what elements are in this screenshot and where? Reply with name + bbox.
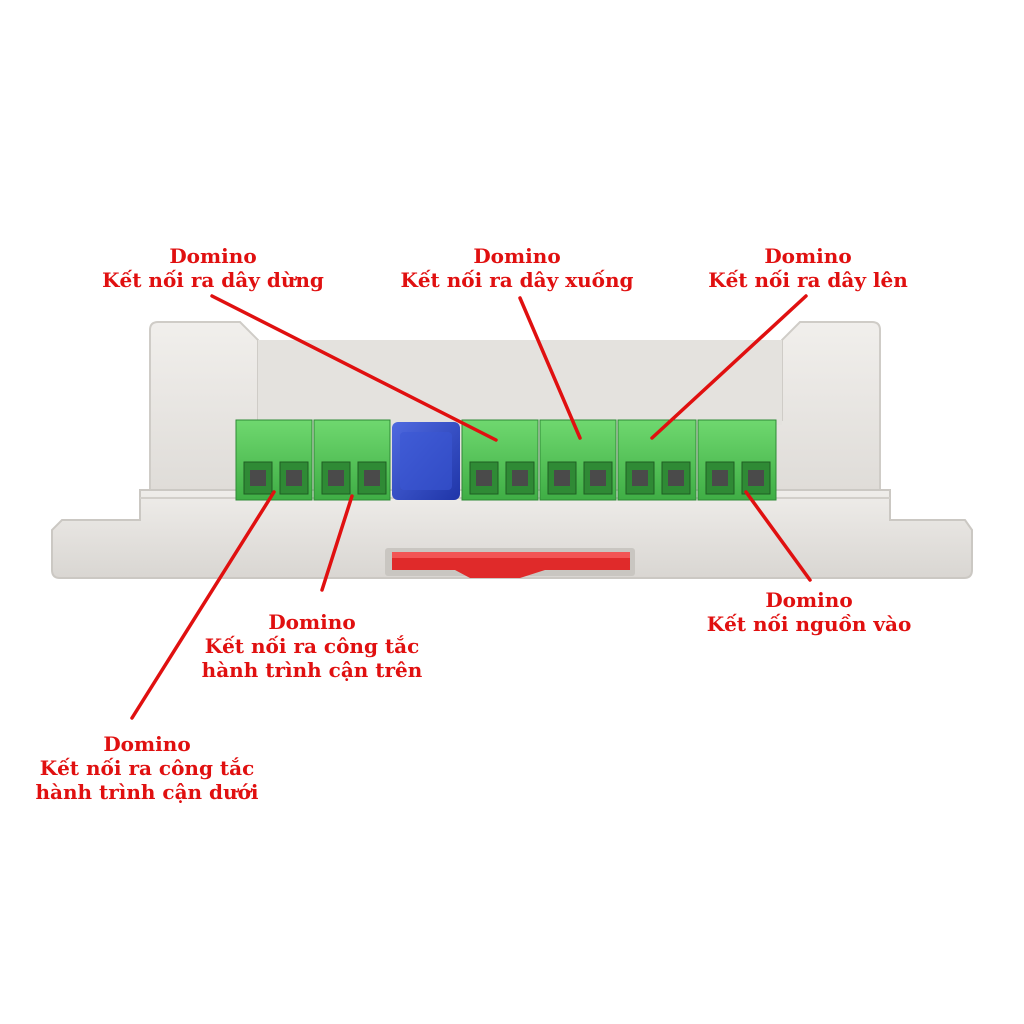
callout-power-text: Kết nối nguồn vào: [706, 612, 912, 636]
callout-lower-limit-text2: hành trình cận dưới: [35, 780, 259, 804]
callout-up: Domino Kết nối ra dây lên: [696, 244, 920, 292]
screw-hole: [668, 470, 684, 486]
pointer-lower-limit: [130, 490, 276, 720]
screw-hole: [748, 470, 764, 486]
pointer-up: [650, 294, 808, 440]
din-rail-clip[interactable]: [385, 548, 635, 578]
screw-hole: [554, 470, 570, 486]
callout-lower-limit: Domino Kết nối ra công tắc hành trình cậ…: [16, 732, 278, 804]
callout-upper-limit-title: Domino: [268, 610, 356, 634]
callout-stop-text: Kết nối ra dây dừng: [102, 268, 324, 292]
callout-down-title: Domino: [473, 244, 561, 268]
screw-hole: [512, 470, 528, 486]
callout-stop: Domino Kết nối ra dây dừng: [88, 244, 338, 292]
callout-power-title: Domino: [765, 588, 853, 612]
pointer-stop: [210, 294, 498, 442]
callout-upper-limit: Domino Kết nối ra công tắc hành trình cậ…: [184, 610, 440, 682]
pointer-down: [518, 296, 582, 440]
callout-lower-limit-title: Domino: [103, 732, 191, 756]
callout-down: Domino Kết nối ra dây xuống: [386, 244, 648, 292]
screw-hole: [590, 470, 606, 486]
dip-switch[interactable]: [392, 422, 460, 500]
callout-power: Domino Kết nối nguồn vào: [694, 588, 924, 636]
callout-down-text: Kết nối ra dây xuống: [400, 268, 634, 292]
screw-hole: [476, 470, 492, 486]
callout-upper-limit-text1: Kết nối ra công tắc: [204, 634, 420, 658]
callout-upper-limit-text2: hành trình cận trên: [201, 658, 423, 682]
screw-hole: [364, 470, 380, 486]
callout-stop-title: Domino: [169, 244, 257, 268]
screw-hole: [712, 470, 728, 486]
screw-hole: [250, 470, 266, 486]
callout-up-text: Kết nối ra dây lên: [708, 268, 908, 292]
screw-ports: [243, 461, 771, 495]
pointer-lines: [130, 294, 812, 720]
screw-hole: [632, 470, 648, 486]
screw-hole: [328, 470, 344, 486]
screw-hole: [286, 470, 302, 486]
pointer-power: [744, 490, 812, 582]
callout-up-title: Domino: [764, 244, 852, 268]
pointer-upper-limit: [320, 494, 354, 592]
callout-lower-limit-text1: Kết nối ra công tắc: [39, 756, 255, 780]
